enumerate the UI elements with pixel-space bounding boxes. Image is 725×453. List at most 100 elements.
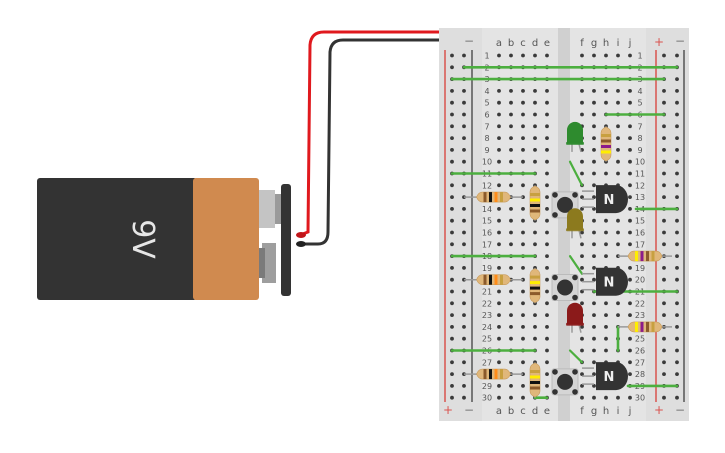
breadboard-hole[interactable] (545, 159, 549, 164)
breadboard-hole[interactable] (497, 301, 501, 306)
breadboard-hole[interactable] (604, 395, 608, 400)
breadboard-hole[interactable] (592, 148, 596, 152)
breadboard-hole[interactable] (592, 360, 596, 365)
breadboard-hole[interactable] (616, 100, 620, 105)
rail-hole[interactable] (450, 89, 454, 93)
breadboard-hole[interactable] (616, 242, 620, 247)
breadboard-hole[interactable] (545, 148, 549, 152)
breadboard-hole[interactable] (604, 89, 608, 93)
breadboard-hole[interactable] (533, 242, 537, 247)
resistor-10k-3[interactable] (464, 368, 523, 380)
breadboard-hole[interactable] (533, 100, 537, 105)
breadboard-hole[interactable] (545, 183, 549, 188)
rail-hole[interactable] (462, 89, 466, 93)
resistor-base-1[interactable] (529, 185, 541, 221)
breadboard-hole[interactable] (628, 277, 632, 282)
pushbutton-2[interactable] (551, 274, 579, 301)
breadboard-hole[interactable] (604, 218, 608, 223)
breadboard-hole[interactable] (509, 136, 513, 141)
rail-hole[interactable] (675, 266, 679, 270)
breadboard-hole[interactable] (628, 301, 632, 306)
rail-hole[interactable] (450, 207, 454, 211)
breadboard-hole[interactable] (616, 395, 620, 400)
breadboard-hole[interactable] (580, 242, 584, 247)
breadboard-hole[interactable] (580, 384, 584, 388)
rail-hole[interactable] (662, 372, 666, 376)
pushbutton-3[interactable] (551, 368, 579, 396)
breadboard-hole[interactable] (497, 325, 501, 329)
breadboard-hole[interactable] (509, 230, 513, 235)
breadboard-hole[interactable] (592, 348, 596, 353)
breadboard-hole[interactable] (580, 336, 584, 341)
breadboard-hole[interactable] (592, 277, 596, 282)
rail-hole[interactable] (662, 124, 666, 129)
breadboard-hole[interactable] (497, 136, 501, 141)
breadboard-hole[interactable] (521, 207, 525, 211)
rail-hole[interactable] (462, 230, 466, 235)
rail-hole[interactable] (662, 100, 666, 105)
breadboard-hole[interactable] (604, 242, 608, 247)
breadboard-hole[interactable] (497, 289, 501, 294)
breadboard-hole[interactable] (616, 53, 620, 58)
resistor-base-3[interactable] (529, 362, 541, 398)
breadboard-hole[interactable] (592, 372, 596, 376)
rail-hole[interactable] (675, 348, 679, 353)
breadboard-hole[interactable] (592, 100, 596, 105)
rail-hole[interactable] (462, 218, 466, 223)
rail-hole[interactable] (675, 124, 679, 129)
breadboard-hole[interactable] (628, 266, 632, 270)
breadboard-hole[interactable] (628, 159, 632, 164)
breadboard-hole[interactable] (592, 242, 596, 247)
rail-hole[interactable] (662, 183, 666, 188)
transistor-2[interactable]: N (582, 267, 628, 296)
breadboard-hole[interactable] (628, 336, 632, 341)
positive-wire[interactable] (299, 30, 463, 237)
breadboard-hole[interactable] (545, 136, 549, 141)
pushbutton-cap[interactable] (557, 373, 573, 390)
breadboard-hole[interactable] (545, 254, 549, 258)
breadboard-hole[interactable] (628, 53, 632, 58)
breadboard-hole[interactable] (628, 136, 632, 141)
breadboard-hole[interactable] (580, 195, 584, 200)
breadboard-hole[interactable] (521, 136, 525, 141)
pushbutton-cap[interactable] (557, 279, 573, 296)
breadboard-hole[interactable] (580, 112, 584, 117)
breadboard-hole[interactable] (592, 195, 596, 200)
rail-hole[interactable] (662, 313, 666, 317)
breadboard-hole[interactable] (545, 313, 549, 317)
breadboard-hole[interactable] (509, 336, 513, 341)
transistor-3[interactable]: N (582, 362, 628, 391)
breadboard-hole[interactable] (592, 325, 596, 329)
breadboard-hole[interactable] (545, 171, 549, 176)
breadboard-hole[interactable] (592, 159, 596, 164)
breadboard-hole[interactable] (497, 313, 501, 317)
resistor-10k-2[interactable] (464, 274, 523, 285)
breadboard-hole[interactable] (509, 183, 513, 188)
rail-hole[interactable] (450, 266, 454, 270)
rail-hole[interactable] (450, 384, 454, 388)
breadboard-hole[interactable] (521, 53, 525, 58)
breadboard-hole[interactable] (580, 254, 584, 258)
breadboard-hole[interactable] (521, 360, 525, 365)
breadboard-hole[interactable] (509, 242, 513, 247)
breadboard-hole[interactable] (497, 53, 501, 58)
breadboard-hole[interactable] (533, 336, 537, 341)
breadboard-hole[interactable] (580, 171, 584, 176)
battery-9v[interactable]: 9V (37, 178, 291, 300)
breadboard-hole[interactable] (533, 89, 537, 93)
breadboard-hole[interactable] (533, 325, 537, 329)
breadboard-hole[interactable] (628, 360, 632, 365)
breadboard-hole[interactable] (545, 207, 549, 211)
rail-hole[interactable] (675, 100, 679, 105)
rail-hole[interactable] (462, 301, 466, 306)
rail-hole[interactable] (462, 395, 466, 400)
rail-hole[interactable] (450, 336, 454, 341)
rail-hole[interactable] (675, 242, 679, 247)
breadboard-hole[interactable] (592, 266, 596, 270)
breadboard-hole[interactable] (545, 301, 549, 306)
breadboard-hole[interactable] (545, 218, 549, 223)
breadboard-hole[interactable] (521, 242, 525, 247)
transistor-1[interactable]: N (582, 185, 628, 214)
breadboard-hole[interactable] (580, 395, 584, 400)
breadboard-hole[interactable] (497, 384, 501, 388)
